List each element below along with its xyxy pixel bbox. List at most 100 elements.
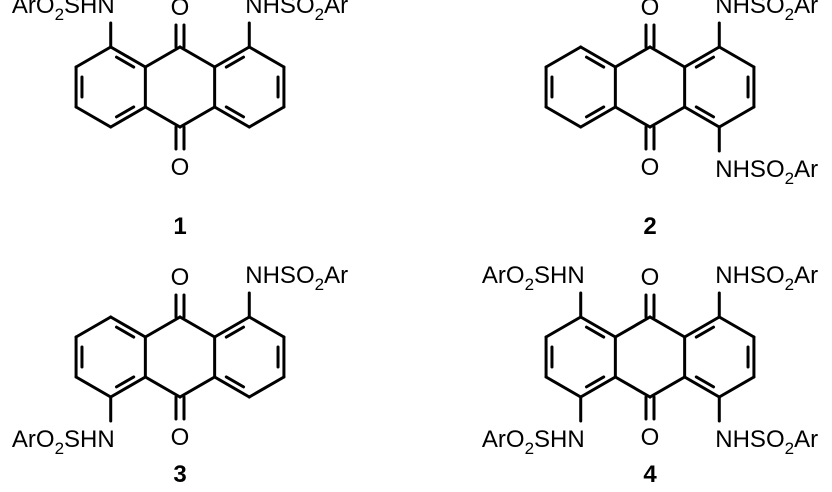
- bond: [143, 375, 182, 399]
- double-bond: [584, 375, 606, 389]
- substituent-label: ArO2SHN: [12, 0, 115, 24]
- substituent-label: NHSO2Ar: [715, 262, 818, 294]
- substituent-label: NHSO2Ar: [245, 0, 348, 24]
- bond: [178, 375, 217, 399]
- substituent-text: ArO: [482, 262, 525, 289]
- bond: [247, 375, 286, 399]
- bond: [213, 375, 251, 399]
- double-bond: [694, 325, 716, 339]
- double-bond: [114, 375, 136, 389]
- bond: [717, 315, 756, 339]
- substituent-text: ArO: [12, 0, 55, 19]
- bond: [717, 45, 756, 69]
- bond: [213, 105, 251, 129]
- bond: [683, 375, 721, 399]
- oxygen-label: O: [171, 264, 190, 291]
- bond: [74, 375, 113, 399]
- double-bond: [224, 55, 246, 69]
- substituent-text: NHSO: [715, 262, 784, 289]
- oxygen-label: O: [171, 424, 190, 451]
- bond: [683, 105, 721, 129]
- bond: [613, 105, 652, 129]
- compound-number: 1: [173, 213, 186, 240]
- double-bond: [584, 325, 606, 339]
- substituent-text: SHN: [534, 262, 585, 289]
- bond: [648, 45, 687, 69]
- bond: [109, 45, 147, 69]
- substituent-text: NHSO: [245, 0, 314, 19]
- bond: [648, 315, 687, 339]
- substituent-text: ArO: [482, 426, 525, 453]
- subscript: 2: [785, 169, 794, 188]
- bond: [247, 105, 286, 129]
- substituent-label: NHSO2Ar: [245, 262, 348, 294]
- bond: [717, 105, 756, 129]
- bond: [613, 45, 652, 69]
- bond: [613, 375, 652, 399]
- compound-number: 2: [643, 213, 656, 240]
- double-bond: [114, 325, 136, 339]
- substituent-text: NHSO: [245, 262, 314, 289]
- substituent-text: Ar: [324, 262, 348, 289]
- bond: [143, 315, 182, 339]
- bond: [143, 45, 182, 69]
- bond: [178, 315, 217, 339]
- bond: [648, 375, 687, 399]
- substituent-text: Ar: [794, 156, 818, 183]
- double-bond: [584, 105, 606, 119]
- substituent-label: ArO2SHN: [482, 262, 585, 294]
- substituent-label: ArO2SHN: [12, 426, 115, 458]
- bond: [579, 315, 617, 339]
- bond: [247, 45, 286, 69]
- bond: [213, 315, 251, 339]
- substituent-text: ArO: [12, 426, 55, 453]
- bond: [683, 45, 721, 69]
- bond: [613, 315, 652, 339]
- substituent-text: SHN: [64, 0, 115, 19]
- double-bond: [114, 55, 136, 69]
- subscript: 2: [315, 5, 324, 24]
- substituent-text: SHN: [64, 426, 115, 453]
- double-bond: [114, 105, 136, 119]
- double-bond: [584, 55, 606, 69]
- bond: [178, 45, 217, 69]
- subscript: 2: [55, 439, 64, 458]
- bond: [213, 45, 251, 69]
- bond: [579, 105, 617, 129]
- bond: [579, 45, 617, 69]
- double-bond: [224, 105, 246, 119]
- subscript: 2: [785, 439, 794, 458]
- bond: [648, 105, 687, 129]
- substituent-text: SHN: [534, 426, 585, 453]
- bond: [74, 105, 113, 129]
- double-bond: [694, 375, 716, 389]
- substituent-text: NHSO: [715, 156, 784, 183]
- substituent-text: Ar: [794, 426, 818, 453]
- bond: [579, 375, 617, 399]
- oxygen-label: O: [641, 154, 660, 181]
- bond: [544, 375, 583, 399]
- subscript: 2: [785, 5, 794, 24]
- bond: [178, 105, 217, 129]
- oxygen-label: O: [641, 0, 660, 21]
- oxygen-label: O: [171, 154, 190, 181]
- bond: [717, 375, 756, 399]
- oxygen-label: O: [641, 424, 660, 451]
- subscript: 2: [315, 275, 324, 294]
- substituent-text: Ar: [324, 0, 348, 19]
- bond: [544, 105, 583, 129]
- bond: [109, 375, 147, 399]
- subscript: 2: [55, 5, 64, 24]
- double-bond: [694, 105, 716, 119]
- double-bond: [224, 325, 246, 339]
- substituent-text: NHSO: [715, 0, 784, 19]
- subscript: 2: [785, 275, 794, 294]
- compound-number: 4: [643, 461, 657, 488]
- bond: [544, 45, 583, 69]
- substituent-label: NHSO2Ar: [715, 156, 818, 188]
- compound-number: 3: [173, 461, 186, 488]
- bond: [109, 105, 147, 129]
